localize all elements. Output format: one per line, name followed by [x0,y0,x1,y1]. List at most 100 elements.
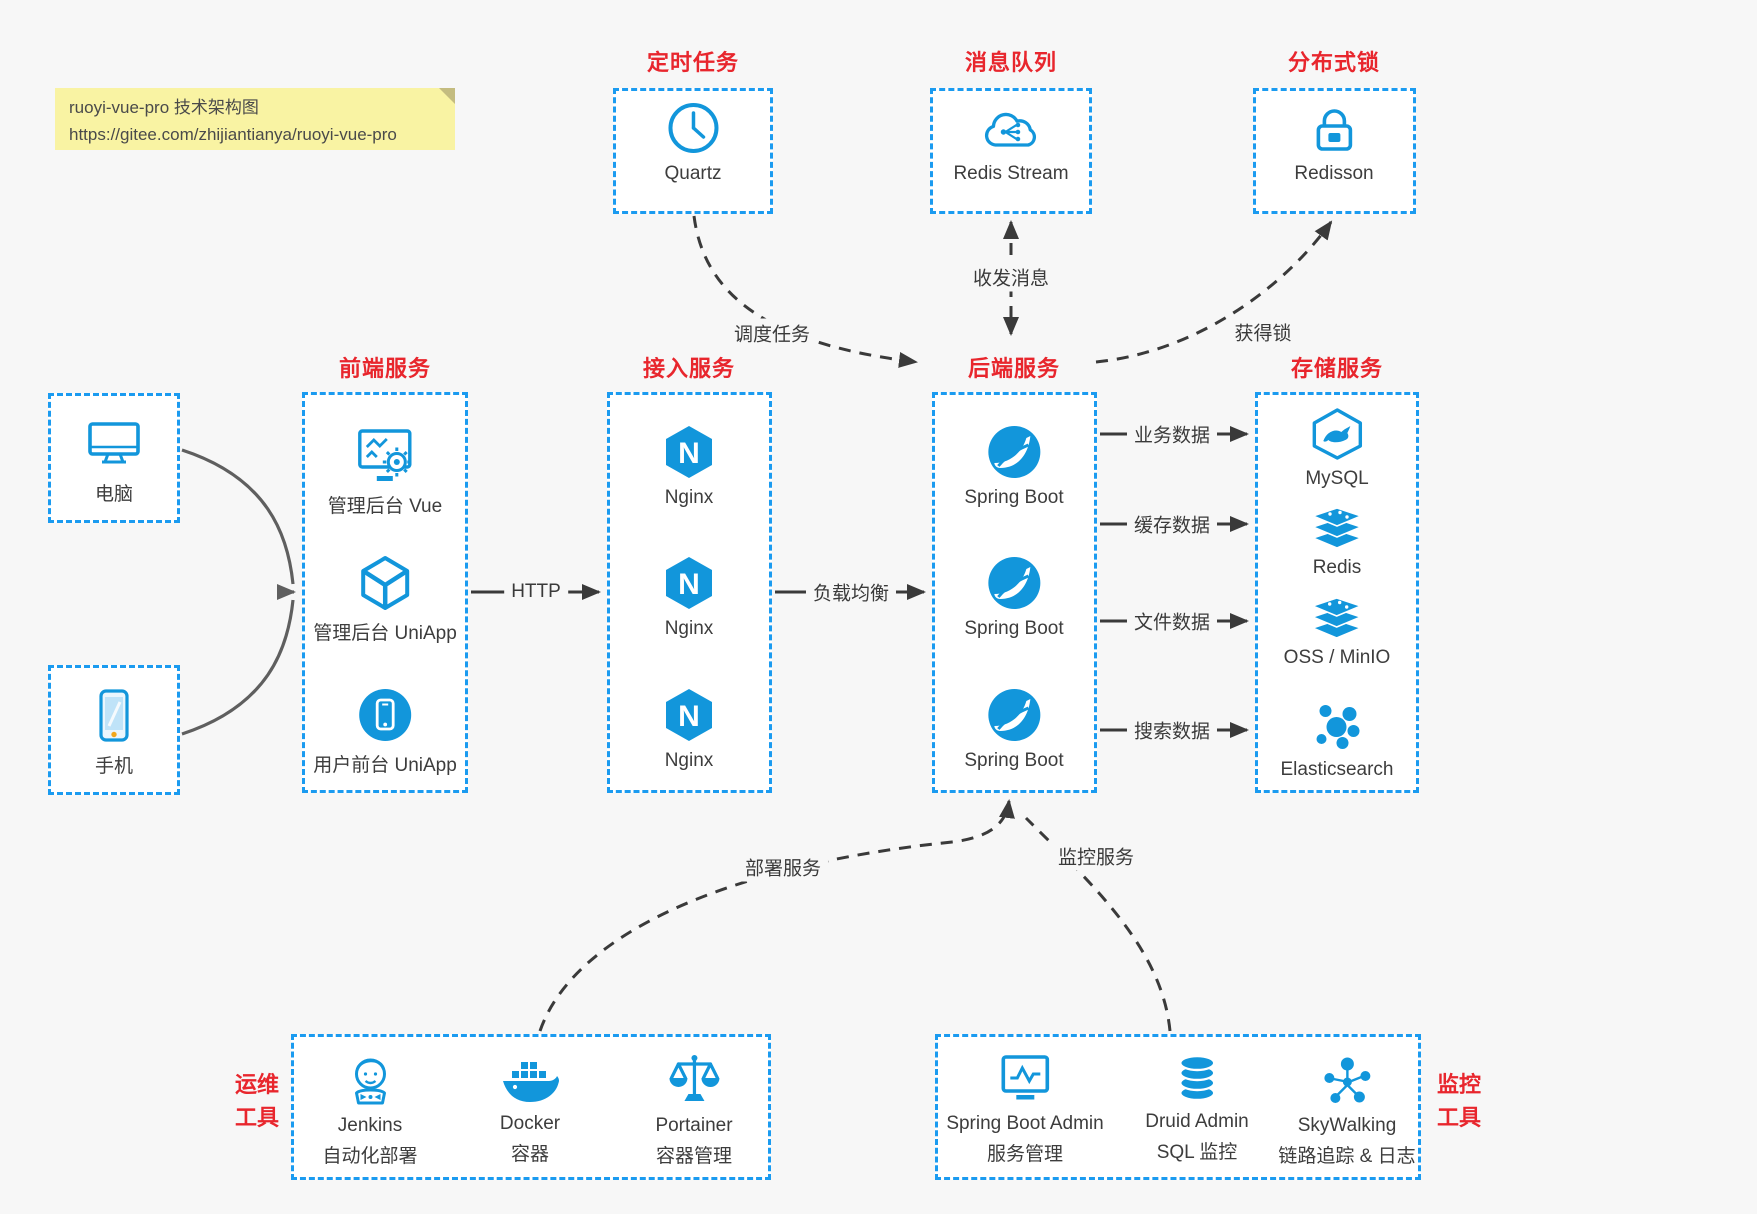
svg-text:N: N [678,700,700,733]
group-title-storage: 存储服务 [1290,356,1384,381]
nginx-icon: N [661,555,717,611]
node-mysql: MySQL [1305,407,1369,490]
node-label: Redis [1312,557,1362,578]
group-title-message-queue: 消息队列 [964,50,1058,75]
spring-boot-icon [986,555,1042,611]
node-phone: 手机 [86,688,142,778]
redis-stack-icon [1309,506,1365,550]
node-label: OSS / MinIO [1283,647,1391,668]
oss-stack-icon [1309,596,1365,640]
lock-icon [1306,102,1362,156]
node-label: Spring Boot [964,618,1064,639]
spring-boot-icon [986,687,1042,743]
note-fold-corner [439,88,455,104]
node-label: Portainer [655,1115,733,1136]
node-label: Druid Admin [1145,1111,1249,1132]
mysql-icon [1308,407,1366,461]
docker-whale-icon [499,1054,561,1106]
smartphone-icon [86,688,142,744]
cloud-queue-icon [980,104,1042,156]
node-redisson: Redisson [1294,102,1374,185]
uniapp-cube-icon [357,555,413,611]
edge-label-schedule: 调度任务 [726,318,818,348]
node-label: 用户前台 UniApp [313,755,457,776]
spring-boot-icon [986,424,1042,480]
node-nginx-1: N Nginx [661,424,717,509]
edge-label-deploy: 部署服务 [737,852,829,882]
box-client-pc [48,393,180,523]
box-distributed-lock [1253,88,1416,214]
node-skywalking: SkyWalking 链路追踪 & 日志 [1278,1052,1416,1168]
node-label: Jenkins [337,1115,403,1136]
node-portainer: Portainer 容器管理 [655,1052,733,1168]
node-sublabel: 自动化部署 [322,1146,418,1167]
node-springboot-2: Spring Boot [964,555,1064,640]
node-sublabel: 服务管理 [986,1144,1063,1165]
node-label: 管理后台 UniApp [313,623,457,644]
edge-label-lock: 获得锁 [1227,317,1299,347]
group-title-scheduled-tasks: 定时任务 [646,50,740,75]
jenkins-icon [342,1052,398,1108]
box-message-queue [930,88,1092,214]
portainer-scale-icon [666,1052,722,1108]
node-sublabel: 容器管理 [655,1146,733,1167]
edge-label-business-data: 业务数据 [1126,419,1218,449]
elasticsearch-icon [1309,698,1365,752]
node-label: 管理后台 Vue [327,496,443,517]
node-sublabel: 链路追踪 & 日志 [1278,1146,1416,1167]
clock-icon [665,100,721,156]
monitor-chart-icon [996,1052,1054,1106]
node-user-uniapp: 用户前台 UniApp [313,687,457,777]
database-stack-icon [1169,1052,1225,1104]
node-sublabel: 容器 [510,1144,549,1165]
node-label: Nginx [664,618,714,639]
node-jenkins: Jenkins 自动化部署 [322,1052,418,1168]
node-label: Spring Boot [964,487,1064,508]
edge-label-load-balance: 负载均衡 [805,577,897,607]
node-label: Redisson [1294,163,1374,184]
node-label: Redis Stream [953,163,1069,184]
group-title-ops-tools: 运维工具 [234,1072,279,1130]
node-oss-minio: OSS / MinIO [1283,596,1391,669]
node-label: Nginx [664,487,714,508]
group-title-backend: 后端服务 [967,356,1061,381]
edge-label-cache-data: 缓存数据 [1126,509,1218,539]
node-label: 电脑 [94,484,133,505]
nginx-icon: N [661,687,717,743]
note-url: https://gitee.com/zhijiantianya/ruoyi-vu… [69,125,397,145]
node-label: Elasticsearch [1280,759,1394,780]
admin-dashboard-icon [355,424,415,484]
node-label: Spring Boot [964,750,1064,771]
node-nginx-3: N Nginx [661,687,717,772]
svg-text:N: N [678,437,700,470]
node-label: Nginx [664,750,714,771]
edge-label-search-data: 搜索数据 [1126,715,1218,745]
group-title-frontend: 前端服务 [338,356,432,381]
node-label: Quartz [664,163,722,184]
node-admin-vue: 管理后台 Vue [328,424,442,518]
node-label: 手机 [94,756,133,777]
nginx-icon: N [661,424,717,480]
node-admin-uniapp: 管理后台 UniApp [313,555,457,645]
note-title: ruoyi-vue-pro 技术架构图 [69,98,259,117]
node-label: MySQL [1305,468,1369,489]
node-nginx-2: N Nginx [661,555,717,640]
group-title-gateway: 接入服务 [642,356,736,381]
node-label: SkyWalking [1297,1115,1397,1136]
node-sublabel: SQL 监控 [1156,1142,1238,1163]
node-spring-boot-admin: Spring Boot Admin 服务管理 [946,1052,1104,1166]
node-springboot-1: Spring Boot [964,424,1064,509]
svg-text:N: N [678,568,700,601]
node-label: Docker [499,1113,561,1134]
node-docker: Docker 容器 [499,1054,561,1166]
node-elasticsearch: Elasticsearch [1281,698,1394,781]
node-pc: 电脑 [83,414,145,506]
sticky-note: ruoyi-vue-pro 技术架构图 https://gitee.com/zh… [55,88,455,150]
node-quartz: Quartz [664,100,722,185]
desktop-icon [83,414,145,472]
edge-label-file-data: 文件数据 [1126,606,1218,636]
edge-label-message: 收发消息 [965,262,1057,292]
topology-icon [1319,1052,1375,1108]
